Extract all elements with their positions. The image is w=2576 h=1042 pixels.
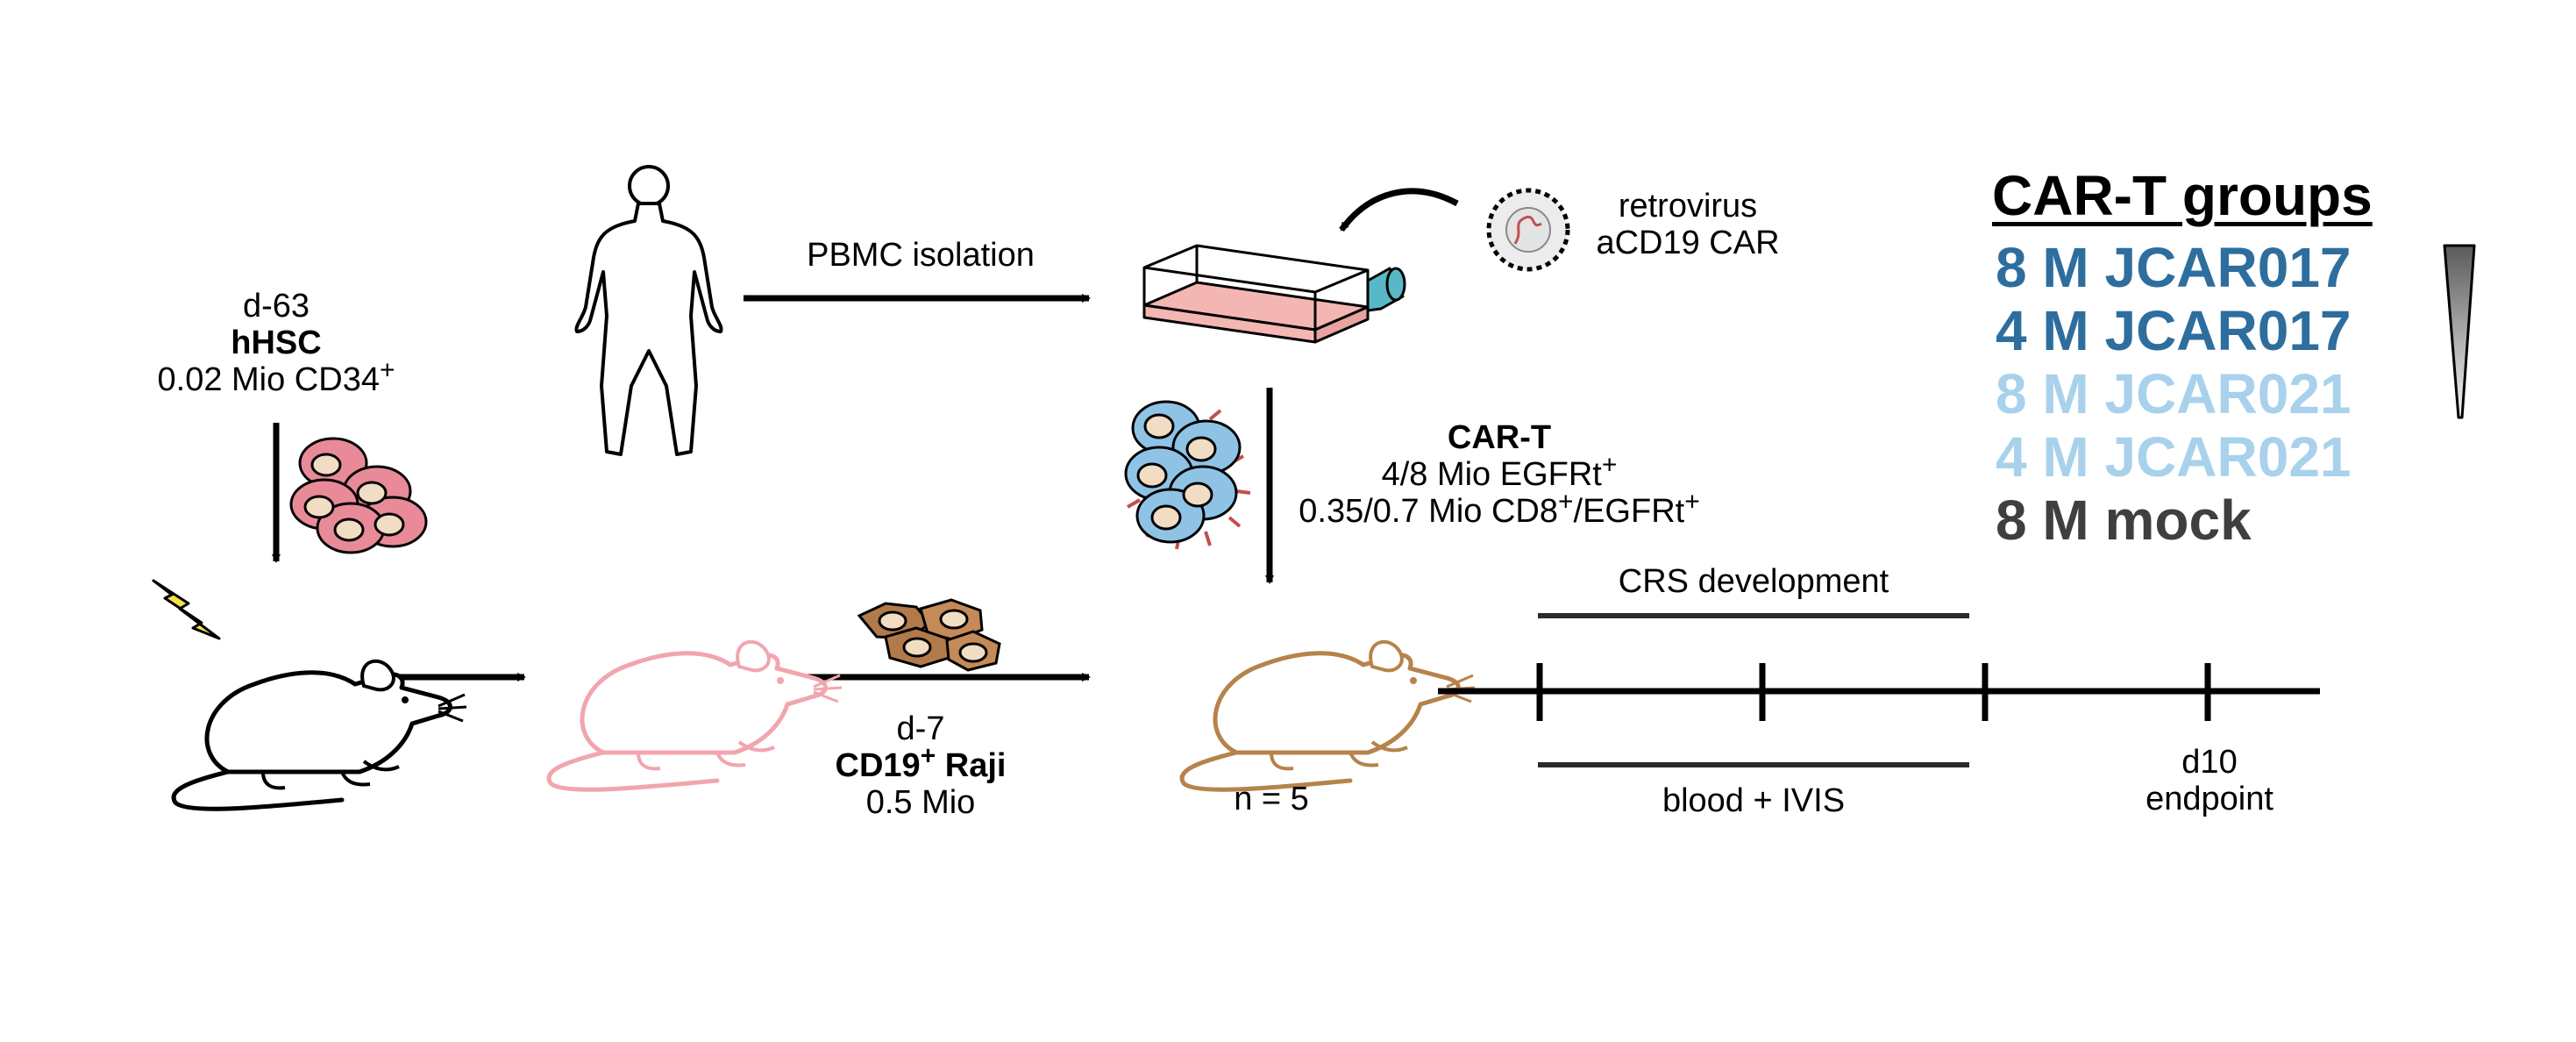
retrovirus-line2: aCD19 CAR xyxy=(1596,225,1780,261)
irradiation-lightning-icon xyxy=(152,579,221,640)
endpoint-day: d10 xyxy=(2181,744,2238,781)
n-label: n = 5 xyxy=(1234,781,1309,817)
legend-title: CAR-T groups xyxy=(1992,164,2373,227)
legend-group: 8 M JCAR021 xyxy=(1996,362,2352,425)
hsc-dose: 0.02 Mio CD34+ xyxy=(157,355,395,398)
culture-flask-icon xyxy=(1142,244,1406,344)
car-t-cells-icon xyxy=(1124,400,1251,550)
retrovirus-icon xyxy=(1486,188,1570,272)
cart-dose-1: 4/8 Mio EGFRt+ xyxy=(1381,450,1618,493)
hsc-label: d-63 hHSC 0.02 Mio CD34+ xyxy=(114,288,438,398)
cart-title: CAR-T xyxy=(1447,419,1552,456)
pbmc-isolation-label: PBMC isolation xyxy=(807,237,1035,274)
raji-dose: 0.5 Mio xyxy=(865,784,976,821)
raji-name: CD19+ Raji xyxy=(835,741,1007,784)
raji-cells-icon xyxy=(857,598,1001,672)
hsc-cells-icon xyxy=(289,437,428,554)
raji-label: d-7 CD19+ Raji 0.5 Mio xyxy=(772,710,1070,821)
cart-label: CAR-T 4/8 Mio EGFRt+ 0.35/0.7 Mio CD8+/E… xyxy=(1263,419,1736,530)
endpoint-text: endpoint xyxy=(2145,781,2274,817)
cart-dose-2: 0.35/0.7 Mio CD8+/EGFRt+ xyxy=(1299,487,1700,530)
retrovirus-line1: retrovirus xyxy=(1618,188,1758,225)
legend-group: 8 M mock xyxy=(1996,489,2252,552)
crs-development-label: CRS development xyxy=(1618,563,1889,600)
mouse-icon-black xyxy=(174,661,466,809)
legend-group: 8 M JCAR017 xyxy=(1996,236,2352,299)
legend-group: 4 M JCAR021 xyxy=(1996,425,2352,489)
blood-ivis-label: blood + IVIS xyxy=(1662,782,1846,819)
mouse-icon-brown xyxy=(1182,642,1475,789)
dose-gradient-wedge xyxy=(2443,244,2476,419)
timeline xyxy=(1438,663,2320,721)
arrow-retrovirus-curve xyxy=(1339,188,1459,232)
human-icon xyxy=(574,165,723,456)
hsc-name: hHSC xyxy=(231,325,322,361)
hsc-day: d-63 xyxy=(242,288,310,325)
raji-day: d-7 xyxy=(896,710,945,747)
endpoint-label: d10 endpoint xyxy=(2104,744,2315,817)
legend-group: 4 M JCAR017 xyxy=(1996,299,2352,362)
retrovirus-label: retrovirus aCD19 CAR xyxy=(1561,188,1815,261)
